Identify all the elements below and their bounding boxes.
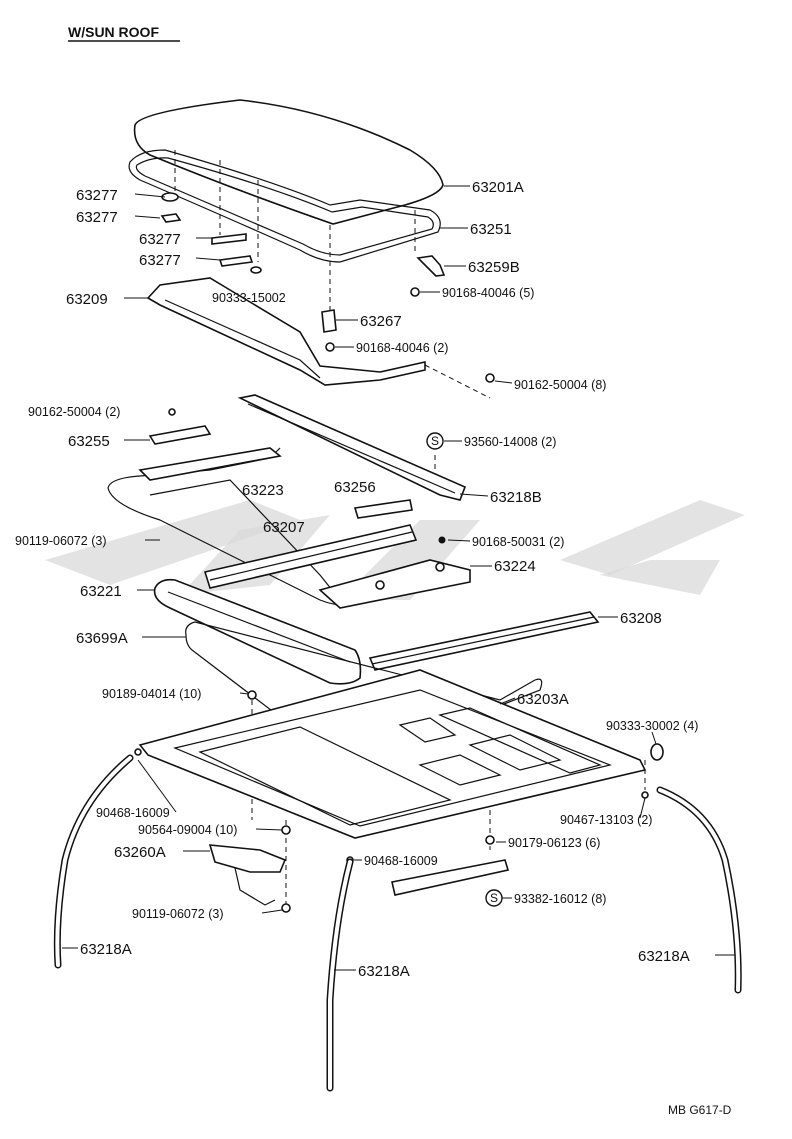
callout-93382-16012: 93382-16012 (8) [514,892,606,906]
callout-63218a-left: 63218A [80,941,132,958]
callout-63224: 63224 [494,558,536,575]
diagram-title: W/SUN ROOF [68,24,180,42]
callout-63277-d: 63277 [139,252,181,269]
frame-63221 [153,578,362,685]
drain-channel-63218b [237,394,467,501]
s-symbol-lower: S [485,889,503,907]
callout-90162-50004-2: 90162-50004 (2) [28,405,120,419]
callout-90119-06072-upper: 90119-06072 (3) [15,534,107,548]
callout-63223: 63223 [242,482,284,499]
callout-90168-50031: 90168-50031 (2) [472,535,564,549]
callout-63277-b: 63277 [76,209,118,226]
callout-63259b: 63259B [468,259,520,276]
callout-90162-50004-8: 90162-50004 (8) [514,378,606,392]
callout-63218b: 63218B [490,489,542,506]
callout-63207: 63207 [263,519,305,536]
callout-63277-a: 63277 [76,187,118,204]
callout-63251: 63251 [470,221,512,238]
bracket-63267 [321,309,337,333]
motor-63260a [208,844,287,906]
callout-63218a-right: 63218A [638,948,690,965]
callout-90333-30002: 90333-30002 (4) [606,719,698,733]
callout-63256: 63256 [334,479,376,496]
svg-text:W/SUN ROOF: W/SUN ROOF [68,24,159,40]
deflector-bracket [146,277,426,386]
callout-63277-c: 63277 [139,231,181,248]
hook-63259b [416,255,446,277]
callout-63203a: 63203A [517,691,569,708]
lower-bracket [391,859,510,896]
callout-90119-06072-lower: 90119-06072 (3) [132,907,224,921]
callout-90168-40046-2: 90168-40046 (2) [356,341,448,355]
guide-rail-63208 [368,611,600,671]
glass-weatherstrip [128,149,441,263]
callout-90467-13103: 90467-13103 (2) [560,813,652,827]
callout-63260a: 63260A [114,844,166,861]
callout-63221: 63221 [80,583,122,600]
bracket-63256 [353,499,413,519]
leader-lines [62,185,735,971]
screws-upper [168,287,495,416]
diagram-code: MB G617-D [668,1103,732,1117]
callout-63218a-center: 63218A [358,963,410,980]
callout-90179-06123: 90179-06123 (6) [508,836,600,850]
drive-cable-63223 [107,447,361,606]
svg-text:S: S [431,434,439,448]
callout-63267: 63267 [360,313,402,330]
callout-90468-16009-left: 90468-16009 [96,806,170,820]
fasteners-lower [134,690,664,913]
bracket-63255 [148,425,212,445]
callout-63201a: 63201A [472,179,524,196]
callout-90468-16009-right: 90468-16009 [364,854,438,868]
callout-93560-14008: 93560-14008 (2) [464,435,556,449]
callout-90189-04014: 90189-04014 (10) [102,687,201,701]
callout-90564-09004: 90564-09004 (10) [138,823,237,837]
callout-63208: 63208 [620,610,662,627]
rail-assembly-63224 [318,536,471,609]
guide-rail-63207 [203,524,418,589]
callout-63209: 63209 [66,291,108,308]
sunroof-housing-63203a [138,669,647,839]
seal-63699a [185,621,543,762]
callout-90333-15002: 90333-15002 [212,291,286,305]
drain-hoses-63218a [53,754,742,1092]
callout-63699a: 63699A [76,630,128,647]
sunroof-glass-panel [133,99,444,225]
callout-90168-40046-5: 90168-40046 (5) [442,286,534,300]
callout-63255: 63255 [68,433,110,450]
svg-text:S: S [490,891,498,905]
s-symbol-upper: S [426,432,444,450]
callout-labels: 63277 63277 63277 63277 63209 90333-1500… [15,179,698,980]
